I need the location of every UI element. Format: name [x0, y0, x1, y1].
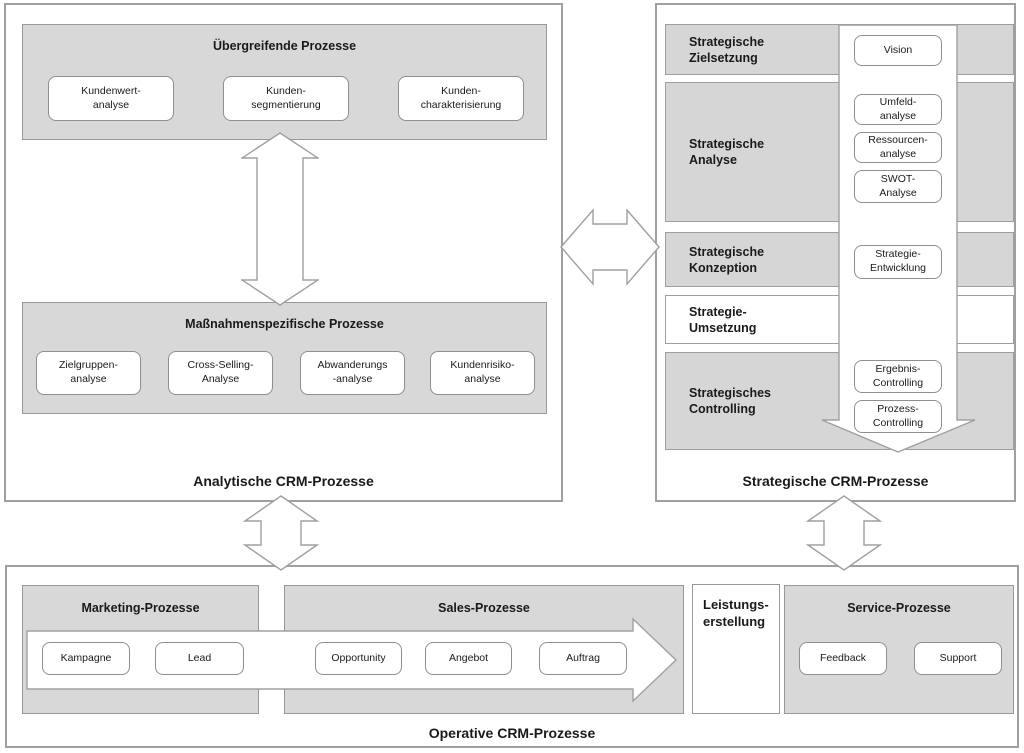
operative-panel-label: Operative CRM-Prozesse [428, 725, 596, 741]
marketing-title: Marketing-Prozesse [81, 601, 200, 615]
analytic-panel-label: Analytische CRM-Prozesse [193, 473, 374, 489]
chip-support: Support [914, 642, 1002, 675]
row-label: Strategische Zielsetzung [689, 34, 765, 65]
leistung-title: Leistungs- erstellung [703, 597, 769, 629]
strategic-panel: Strategische Zielsetzung Strategische An… [655, 3, 1016, 502]
chip-prozess-controlling: Prozess- Controlling [854, 400, 942, 433]
analytic-operative-double-arrow-icon [243, 495, 319, 571]
chip-kundenrisikoanalyse: Kundenrisiko- analyse [430, 351, 535, 395]
strategic-panel-label: Strategische CRM-Prozesse [742, 473, 929, 489]
chip-zielgruppenanalyse: Zielgruppen- analyse [36, 351, 141, 395]
measures-title: Maßnahmenspezifische Prozesse [185, 317, 384, 331]
overarching-processes-box: Übergreifende Prozesse Kundenwert- analy… [22, 24, 547, 140]
service-title: Service-Prozesse [847, 601, 951, 615]
horizontal-double-arrow-icon [560, 208, 660, 286]
strategy-flow-down-arrow-icon [821, 24, 976, 453]
analytic-panel: Übergreifende Prozesse Kundenwert- analy… [4, 3, 563, 502]
chip-cross-selling-analyse: Cross-Selling- Analyse [168, 351, 273, 395]
chip-auftrag: Auftrag [539, 642, 627, 675]
measure-specific-processes-box: Maßnahmenspezifische Prozesse Zielgruppe… [22, 302, 547, 414]
chip-angebot: Angebot [425, 642, 512, 675]
row-label: Strategisches Controlling [689, 386, 771, 416]
sales-title: Sales-Prozesse [438, 601, 530, 615]
row-label: Strategische Analyse [689, 137, 765, 167]
chip-feedback: Feedback [799, 642, 887, 675]
chip-strategie-entwicklung: Strategie- Entwicklung [854, 245, 942, 279]
leistungserstellung-box: Leistungs- erstellung [692, 584, 780, 714]
chip-ressourcenanalyse: Ressourcen- analyse [854, 132, 942, 163]
chip-ergebnis-controlling: Ergebnis- Controlling [854, 360, 942, 393]
row-label: Strategie- Umsetzung [689, 304, 757, 335]
chip-vision: Vision [854, 35, 942, 66]
overarching-title: Übergreifende Prozesse [212, 39, 357, 53]
vertical-double-arrow-icon [241, 132, 319, 306]
chip-umfeldanalyse: Umfeld- analyse [854, 94, 942, 125]
strategic-operative-double-arrow-icon [806, 495, 882, 571]
chip-opportunity: Opportunity [315, 642, 402, 675]
operative-panel: Marketing-Prozesse Sales-Prozesse Kampag… [5, 565, 1019, 748]
chip-lead: Lead [155, 642, 244, 675]
chip-abwanderungsanalyse: Abwanderungs -analyse [300, 351, 405, 395]
chip-kundenwertanalyse: Kundenwert- analyse [48, 76, 174, 121]
chip-kampagne: Kampagne [42, 642, 130, 675]
chip-kundensegmentierung: Kunden- segmentierung [223, 76, 349, 121]
row-label: Strategische Konzeption [689, 244, 765, 275]
chip-kundencharakterisierung: Kunden- charakterisierung [398, 76, 524, 121]
chip-swot-analyse: SWOT- Analyse [854, 170, 942, 203]
